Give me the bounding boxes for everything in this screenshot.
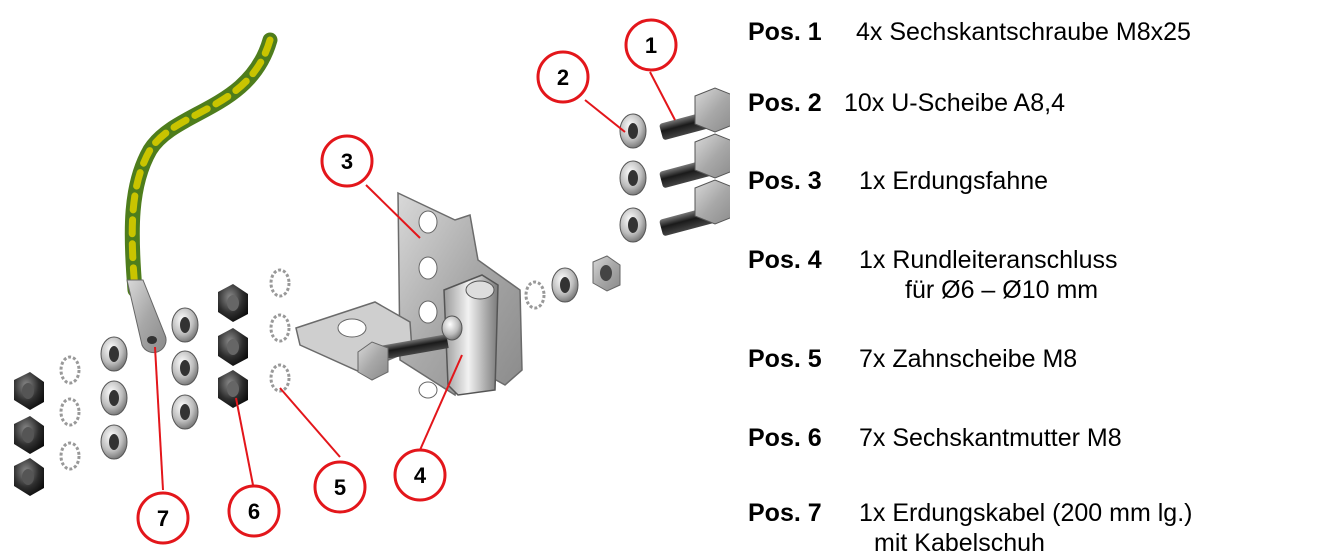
callout-3: 3 [320, 134, 374, 188]
exploded-assembly-diagram: 1 2 3 4 5 6 7 [14, 18, 730, 545]
callout-leaders [154, 71, 676, 491]
washers-upper-right [619, 113, 647, 243]
part-description-3: 1x Erdungsfahne [859, 167, 1049, 195]
clamp-bolt [357, 315, 463, 381]
callout-5: 5 [313, 460, 367, 514]
leader-1 [649, 71, 676, 121]
callout-2: 2 [536, 50, 590, 104]
pos-label-5: Pos. 5 [748, 345, 822, 373]
callout-7-number: 7 [157, 506, 169, 531]
callout-1: 1 [624, 18, 678, 72]
leader-3 [365, 184, 421, 239]
leader-2 [584, 99, 626, 133]
leader-4 [419, 354, 463, 451]
leader-6 [235, 397, 254, 486]
parts-list-item-6: Pos. 6 7x Sechskantmutter M8 [748, 423, 1122, 453]
part-description-4-line2: für Ø6 – Ø10 mm [905, 276, 1099, 304]
callout-4-number: 4 [414, 463, 427, 488]
callout-7: 7 [136, 491, 190, 545]
part-description-1: 4x Sechskantschraube M8x25 [856, 18, 1191, 46]
leader-7 [154, 346, 164, 491]
pos-label-6: Pos. 6 [748, 424, 822, 452]
callout-6-number: 6 [248, 499, 260, 524]
parts-list-item-3: Pos. 3 1x Erdungsfahne [748, 166, 1048, 196]
parts-list-item-5: Pos. 5 7x Zahnscheibe M8 [748, 344, 1077, 374]
hex-bolts [659, 87, 730, 236]
part-description-2: 10x U-Scheibe A8,4 [844, 89, 1065, 117]
callout-2-number: 2 [557, 65, 569, 90]
washers-middle [171, 307, 199, 430]
callout-5-number: 5 [334, 475, 346, 500]
pos-label-2: Pos. 2 [748, 89, 822, 117]
nut-stack-left [14, 372, 44, 496]
part-description-4: 1x Rundleiteranschluss [859, 246, 1118, 274]
cable-lug [126, 279, 167, 354]
ground-cable [124, 32, 278, 298]
callout-1-number: 1 [645, 33, 657, 58]
pos-label-1: Pos. 1 [748, 18, 822, 46]
tooth-washers-middle [269, 268, 291, 393]
parts-list-item-4: Pos. 4 1x Rundleiteranschluss für Ø6 – Ø… [748, 245, 1117, 304]
right-fasteners [524, 255, 621, 310]
pos-label-7: Pos. 7 [748, 499, 822, 527]
callout-4: 4 [393, 448, 447, 502]
parts-list-item-1: Pos. 1 4x Sechskantschraube M8x25 [748, 17, 1191, 47]
parts-list-item-7: Pos. 7 1x Erdungskabel (200 mm lg.) mit … [748, 498, 1192, 557]
part-description-6: 7x Sechskantmutter M8 [859, 424, 1122, 452]
callouts: 1 2 3 4 5 6 7 [136, 18, 678, 545]
pos-label-4: Pos. 4 [748, 246, 822, 274]
pos-label-3: Pos. 3 [748, 167, 822, 195]
tooth-washers-left [59, 355, 81, 471]
part-description-5: 7x Zahnscheibe M8 [859, 345, 1078, 373]
nut-stack-middle [218, 284, 248, 408]
parts-list-item-2: Pos. 2 10x U-Scheibe A8,4 [748, 88, 1065, 118]
leader-5 [279, 387, 341, 458]
callout-6: 6 [227, 484, 281, 538]
callout-3-number: 3 [341, 149, 353, 174]
part-description-7: 1x Erdungskabel (200 mm lg.) [859, 499, 1193, 527]
washers-left [100, 336, 128, 460]
part-description-7-line2: mit Kabelschuh [874, 529, 1045, 557]
